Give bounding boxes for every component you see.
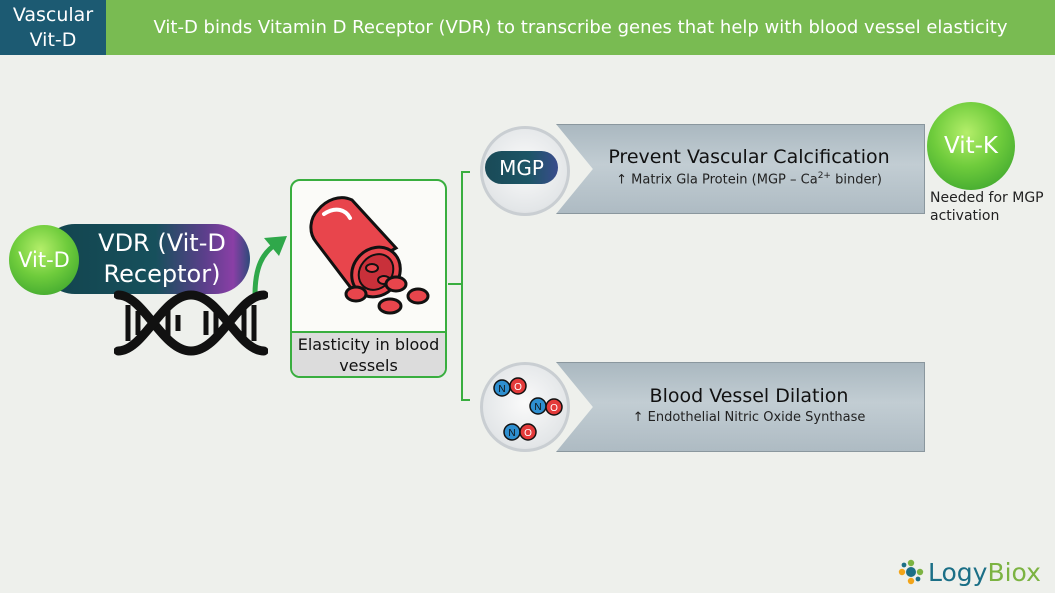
- mgp-label: MGP: [499, 155, 544, 180]
- card-1-subtitle: ↑ Matrix Gla Protein (MGP – Ca2+ binder): [580, 171, 918, 187]
- vitk-note: Needed for MGP activation: [930, 190, 1044, 224]
- header-tag: Vascular Vit-D: [0, 0, 106, 55]
- card-1-subtitle-sup: 2+: [817, 171, 831, 181]
- no-o-1: O: [514, 382, 522, 393]
- no-n-2: N: [534, 402, 541, 413]
- vdr-label: VDR (Vit-D Receptor): [98, 229, 226, 288]
- mgp-pill: MGP: [485, 151, 558, 184]
- header-title: Vit-D binds Vitamin D Receptor (VDR) to …: [106, 0, 1055, 55]
- logo-text-logy: Logy: [928, 557, 988, 587]
- card-1-title: Prevent Vascular Calcification: [608, 146, 890, 168]
- card-1-subtitle-text: ↑ Matrix Gla Protein (MGP – Ca: [616, 172, 818, 188]
- dna-icon: [114, 290, 268, 356]
- header-tag-line2: Vit-D: [29, 28, 77, 51]
- bracket: [448, 171, 470, 401]
- vitd-ball: Vit-D: [9, 225, 79, 295]
- elasticity-caption: Elasticity in blood vessels: [292, 331, 445, 376]
- vitk-ball: Vit-K: [927, 102, 1015, 190]
- card-2-subtitle: ↑ Endothelial Nitric Oxide Synthase: [632, 410, 866, 425]
- card-1-subtitle-tail: binder): [830, 172, 882, 188]
- blood-vessel-icon: [309, 196, 430, 315]
- card-2-title: Blood Vessel Dilation: [649, 385, 849, 407]
- vitk-label: Vit-K: [943, 133, 999, 159]
- green-arrowhead: [264, 236, 287, 256]
- logo-text-biox: Biox: [987, 557, 1041, 587]
- card-blood-vessel-dilation: [556, 362, 925, 452]
- logo-icon: [898, 559, 924, 585]
- no-n-1: N: [498, 384, 505, 395]
- no-n-3: N: [508, 428, 515, 439]
- card-vascular-calcification: [556, 124, 925, 214]
- header-tag-line1: Vascular: [12, 3, 94, 26]
- nitric-oxide-icon: N O N O N O: [493, 377, 563, 441]
- no-o-2: O: [550, 403, 558, 414]
- no-o-3: O: [524, 428, 532, 439]
- vitd-label: Vit-D: [18, 248, 70, 272]
